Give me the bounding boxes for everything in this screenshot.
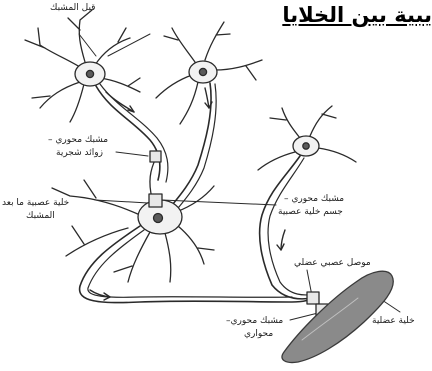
- label-axoaxonic-line2: محواري: [244, 329, 273, 340]
- label-axodendritic-line2: زوائد شجرية: [56, 148, 103, 159]
- axodendritic-leader-line: [116, 152, 148, 156]
- page-heading: يبية بين الخلايا: [282, 0, 432, 30]
- axosomatic-synapse-box: [149, 194, 162, 207]
- label-muscle-cell: خلية عضلية: [372, 316, 415, 327]
- label-postsynaptic-line1: خلية عصبية ما بعد: [2, 198, 69, 209]
- axodendritic-synapse-box: [150, 151, 161, 162]
- label-axoaxonic-line1: مشبك محوري–: [226, 316, 283, 327]
- label-axosomatic-line1: مشبك محوري –: [284, 194, 344, 205]
- presynaptic-neuron-right: [156, 22, 262, 213]
- label-axosomatic-line2: جسم خلية عصبية: [278, 207, 343, 218]
- neuromuscular-synapse-box: [307, 292, 319, 304]
- signal-direction-arrows: [90, 88, 285, 300]
- label-neuromuscular: موصل عصبي عضلي: [294, 258, 371, 269]
- label-postsynaptic-line2: المشبك: [26, 211, 55, 222]
- axosomatic-leader-line: [162, 200, 276, 205]
- muscle-leader-line: [382, 300, 400, 312]
- label-pre-synaptic: قبل المشبك: [50, 3, 95, 14]
- label-axodendritic-line1: مشبك محوري –: [48, 135, 108, 146]
- postsynaptic-neuron: [52, 158, 316, 303]
